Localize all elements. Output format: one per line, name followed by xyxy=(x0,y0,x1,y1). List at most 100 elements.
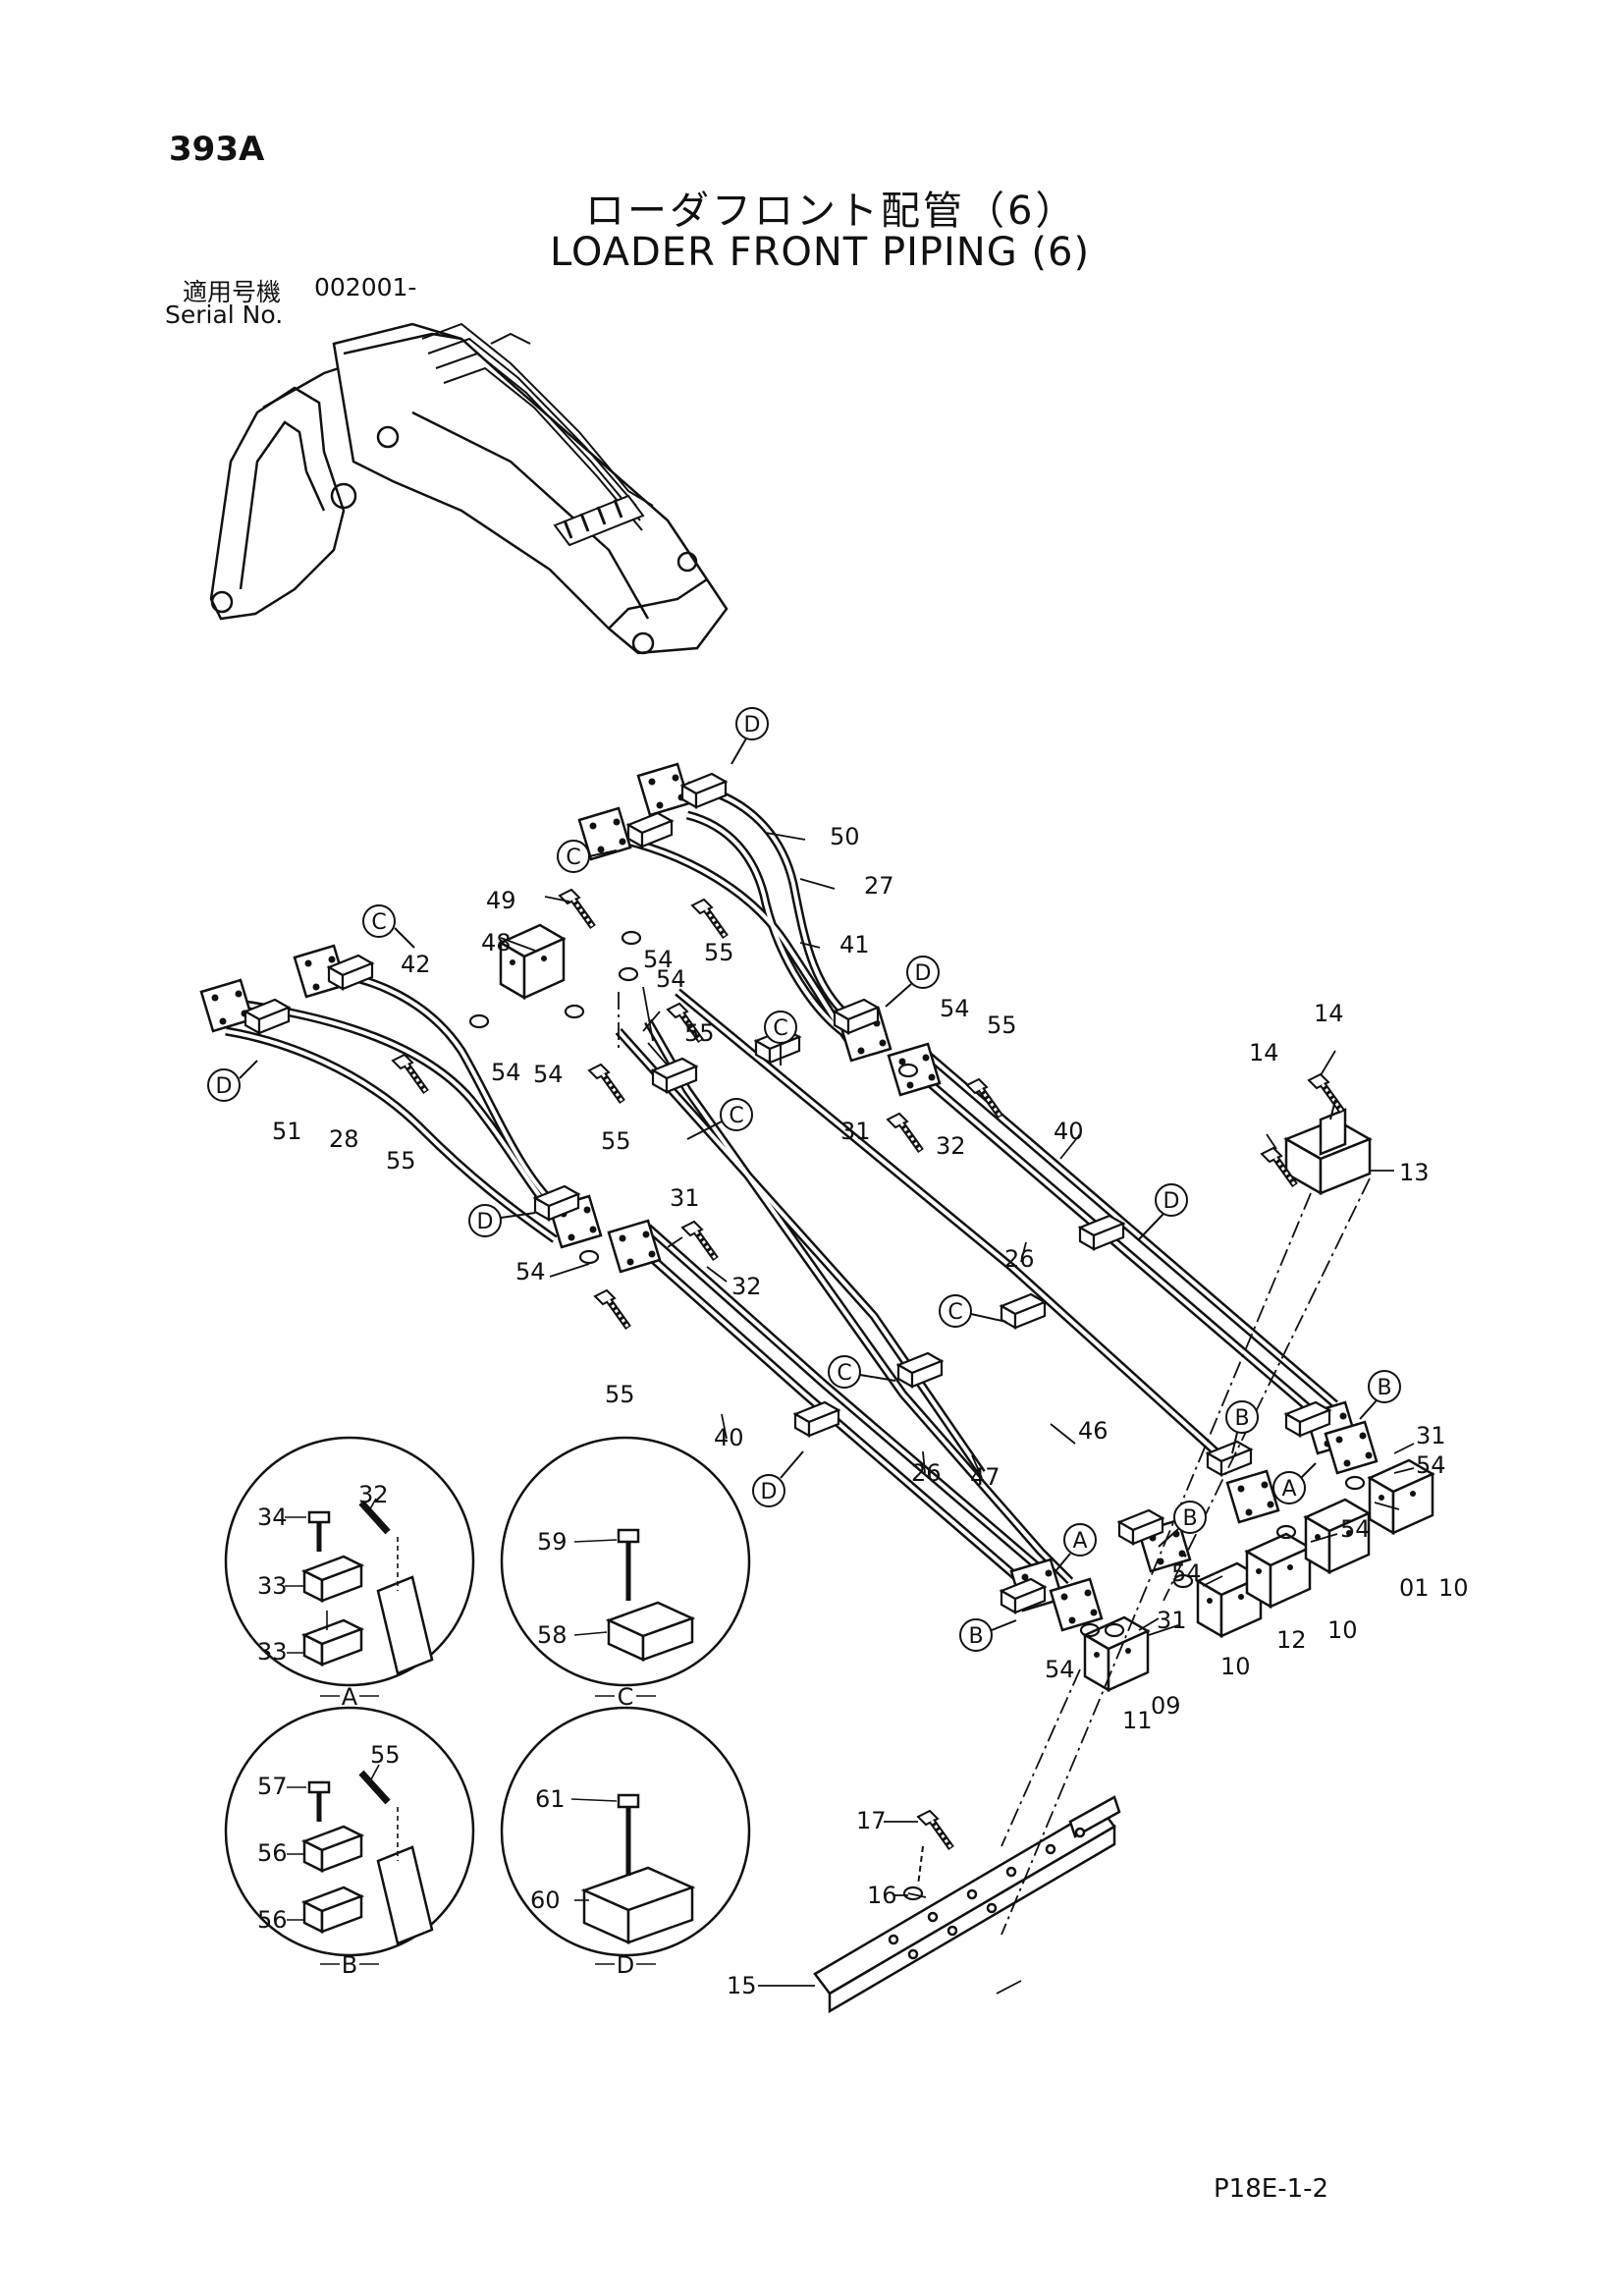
page-title: LOADER FRONT PIPING (6) xyxy=(550,230,1091,275)
mounting-bar xyxy=(813,1795,1121,2014)
marker-d-2: D xyxy=(730,707,769,765)
marker-a-1: A xyxy=(1272,1462,1317,1504)
callout-54: 54 xyxy=(533,1061,564,1088)
callout-54: 54 xyxy=(515,1258,546,1285)
callout-26: 26 xyxy=(911,1459,942,1487)
callout-17: 17 xyxy=(856,1807,887,1834)
marker-d-6: D xyxy=(752,1450,804,1507)
callout-50: 50 xyxy=(830,823,860,850)
callout-55: 55 xyxy=(386,1147,416,1175)
valve-blocks xyxy=(499,923,1434,2014)
callout-01: 01 xyxy=(1399,1574,1430,1602)
callout-54: 54 xyxy=(1045,1656,1075,1683)
callout-10: 10 xyxy=(1327,1616,1358,1644)
callout-47: 47 xyxy=(970,1463,1001,1491)
callout-54: 54 xyxy=(1171,1559,1202,1587)
callout-48: 48 xyxy=(481,929,512,957)
svg-text:B: B xyxy=(1234,1406,1249,1431)
callout-56: 56 xyxy=(257,1906,288,1934)
callout-55: 55 xyxy=(370,1741,401,1769)
callout-56: 56 xyxy=(257,1839,288,1867)
callout-60: 60 xyxy=(530,1886,561,1914)
svg-text:D: D xyxy=(477,1210,494,1234)
callout-16: 16 xyxy=(867,1882,897,1909)
callout-12: 12 xyxy=(1276,1626,1307,1654)
marker-d-5: D xyxy=(1138,1183,1188,1240)
callout-58: 58 xyxy=(537,1621,568,1649)
callout-34: 34 xyxy=(257,1503,288,1531)
callout-40: 40 xyxy=(714,1424,744,1451)
callout-51: 51 xyxy=(272,1118,302,1145)
svg-text:D: D xyxy=(744,713,761,738)
callout-32: 32 xyxy=(358,1481,389,1508)
svg-text:D: D xyxy=(761,1480,778,1504)
callout-33: 33 xyxy=(257,1572,288,1600)
svg-text:D: D xyxy=(1163,1189,1180,1214)
callout-13: 13 xyxy=(1399,1159,1430,1186)
marker-c-6: C xyxy=(828,1355,896,1389)
detail-view-a xyxy=(224,1436,475,1697)
callout-09: 09 xyxy=(1151,1692,1181,1720)
detail-label-c: C xyxy=(618,1683,634,1711)
callout-55: 55 xyxy=(704,939,734,966)
marker-d-1: D xyxy=(207,1060,258,1102)
svg-text:C: C xyxy=(837,1361,851,1386)
serial-label: Serial No. xyxy=(165,301,284,329)
detail-view-d xyxy=(500,1706,751,1965)
svg-text:C: C xyxy=(729,1104,743,1128)
bracket xyxy=(1283,1108,1373,1196)
svg-text:A: A xyxy=(1072,1529,1087,1554)
marker-b-4: B xyxy=(959,1618,1017,1652)
callout-55: 55 xyxy=(601,1127,631,1155)
callout-31: 31 xyxy=(1416,1422,1446,1449)
detail-label-b: B xyxy=(342,1951,357,1979)
callout-14: 14 xyxy=(1249,1039,1279,1066)
callout-54: 54 xyxy=(491,1059,521,1086)
page-code: 393A xyxy=(169,130,265,169)
callout-31: 31 xyxy=(840,1118,871,1145)
callout-54: 54 xyxy=(643,946,674,973)
callout-14: 14 xyxy=(1314,1000,1344,1027)
callout-11: 11 xyxy=(1122,1707,1153,1734)
callout-32: 32 xyxy=(731,1273,762,1300)
svg-text:D: D xyxy=(216,1074,233,1099)
callout-31: 31 xyxy=(1157,1607,1187,1634)
callout-54: 54 xyxy=(656,965,686,993)
callout-54: 54 xyxy=(1416,1451,1446,1479)
callout-32: 32 xyxy=(936,1132,966,1160)
callout-42: 42 xyxy=(401,951,431,978)
svg-text:D: D xyxy=(915,961,932,986)
callout-27: 27 xyxy=(864,872,894,900)
svg-text:C: C xyxy=(566,846,580,870)
callout-61: 61 xyxy=(535,1785,566,1813)
callout-54: 54 xyxy=(940,995,970,1022)
callout-54: 54 xyxy=(1340,1515,1371,1543)
marker-b-1: B xyxy=(1225,1400,1259,1454)
marker-d-4: D xyxy=(468,1204,536,1237)
svg-text:B: B xyxy=(1182,1506,1197,1531)
callout-28: 28 xyxy=(329,1125,359,1153)
callout-10: 10 xyxy=(1438,1574,1469,1602)
marker-d-3: D xyxy=(885,956,940,1008)
marker-c-5: C xyxy=(939,1294,1007,1328)
callout-31: 31 xyxy=(670,1184,700,1212)
part-callouts: 50 27 41 49 48 42 54 55 54 55 54 54 54 5… xyxy=(257,823,1469,1999)
assembly-lines xyxy=(618,992,1371,1936)
page-title-japanese: ローダフロント配管（6） xyxy=(585,189,1078,234)
marker-c-3: C xyxy=(764,1011,797,1066)
marker-c-4: C xyxy=(686,1098,753,1140)
callout-55: 55 xyxy=(684,1019,715,1047)
callout-49: 49 xyxy=(486,887,516,914)
callout-40: 40 xyxy=(1054,1118,1084,1145)
callout-57: 57 xyxy=(257,1773,288,1800)
callout-55: 55 xyxy=(987,1011,1017,1039)
svg-text:B: B xyxy=(1377,1376,1391,1400)
marker-c-1: C xyxy=(362,904,415,949)
svg-text:C: C xyxy=(371,910,386,935)
page-reference: P18E-1-2 xyxy=(1214,2174,1329,2204)
callout-46: 46 xyxy=(1078,1417,1109,1445)
callout-26: 26 xyxy=(1004,1245,1035,1273)
clamp-markers: C D C D D C C D D C C D B B A B A B xyxy=(207,707,1401,1652)
detail-view-c xyxy=(500,1436,751,1697)
